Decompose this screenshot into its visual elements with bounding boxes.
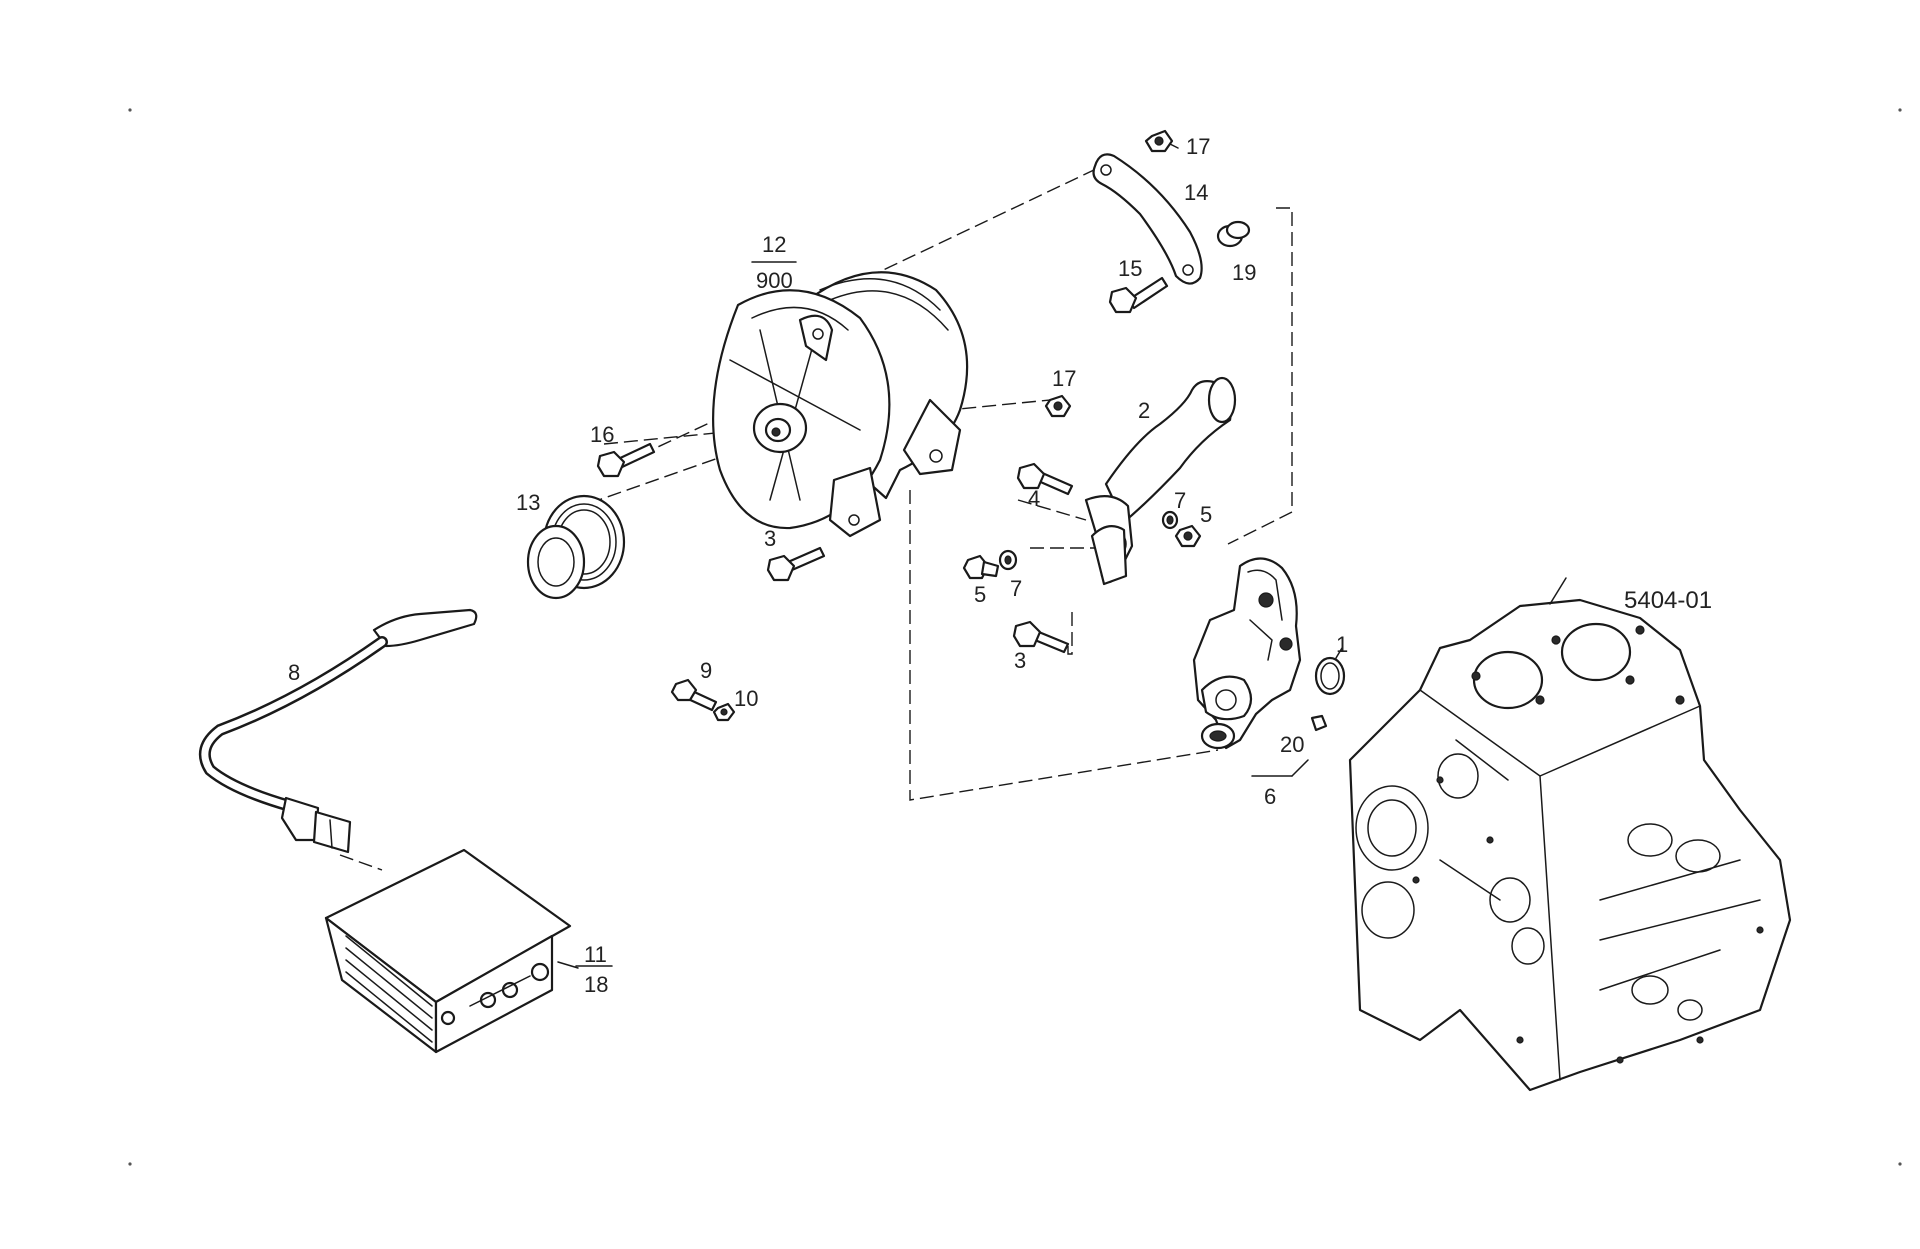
corner-marks <box>128 108 1902 1166</box>
callout-11: 11 <box>584 942 607 967</box>
bolt-3-left <box>766 546 826 582</box>
callout-labels: 17 14 19 15 12 900 17 2 16 13 4 7 5 3 5 … <box>288 134 1712 997</box>
nut-17-middle <box>1044 394 1072 418</box>
bracket-14 <box>1092 153 1203 285</box>
washer-10 <box>712 702 736 722</box>
plug-20 <box>1310 714 1328 732</box>
bolt-15 <box>1108 276 1169 314</box>
callout-15: 15 <box>1118 256 1142 281</box>
callout-8: 8 <box>288 660 300 685</box>
callout-14: 14 <box>1184 180 1208 205</box>
callout-19: 19 <box>1232 260 1256 285</box>
callout-7-upper: 7 <box>1174 488 1186 513</box>
callout-7-lower: 7 <box>1010 576 1022 601</box>
callout-17-middle: 17 <box>1052 366 1076 391</box>
vent-slots <box>345 935 433 1043</box>
callout-4: 4 <box>1028 486 1040 511</box>
callout-20: 20 <box>1280 732 1304 757</box>
callout-900: 900 <box>756 268 793 293</box>
callout-18: 18 <box>584 972 608 997</box>
ring-1 <box>1314 656 1346 696</box>
pulley-13 <box>526 494 626 600</box>
callout-9: 9 <box>700 658 712 683</box>
control-unit-11 <box>324 848 572 1054</box>
nut-5-upper <box>1174 524 1202 548</box>
leader-lines <box>557 261 1567 969</box>
bolt-4 <box>1016 462 1074 496</box>
callout-10: 10 <box>734 686 758 711</box>
callout-12: 12 <box>762 232 786 257</box>
plug-19 <box>1216 220 1251 248</box>
fitting-5-lower <box>962 554 1000 580</box>
callout-17-top: 17 <box>1186 134 1210 159</box>
engine-block <box>1348 598 1792 1092</box>
reference-code: 5404-01 <box>1624 587 1712 614</box>
block-bolt-holes <box>1412 625 1764 1064</box>
callout-6: 6 <box>1264 784 1276 809</box>
callout-5-upper: 5 <box>1200 502 1212 527</box>
callout-1: 1 <box>1336 632 1348 657</box>
callout-16: 16 <box>590 422 614 447</box>
callout-2: 2 <box>1138 398 1150 423</box>
nut-17-top <box>1144 129 1179 153</box>
bolt-16 <box>596 442 656 478</box>
bolt-3-lower <box>1012 620 1070 654</box>
washer-7-lower <box>998 549 1018 571</box>
washer-7-upper <box>1161 510 1179 530</box>
callout-13: 13 <box>516 490 540 515</box>
callout-3-left: 3 <box>764 526 776 551</box>
callout-3-lower: 3 <box>1014 648 1026 673</box>
pump-housing-6 <box>1192 557 1302 750</box>
alternator-12 <box>712 271 969 538</box>
pipe-2 <box>1084 376 1237 586</box>
cable-8 <box>198 608 478 854</box>
callout-5-lower: 5 <box>974 582 986 607</box>
bolt-9 <box>670 678 718 712</box>
